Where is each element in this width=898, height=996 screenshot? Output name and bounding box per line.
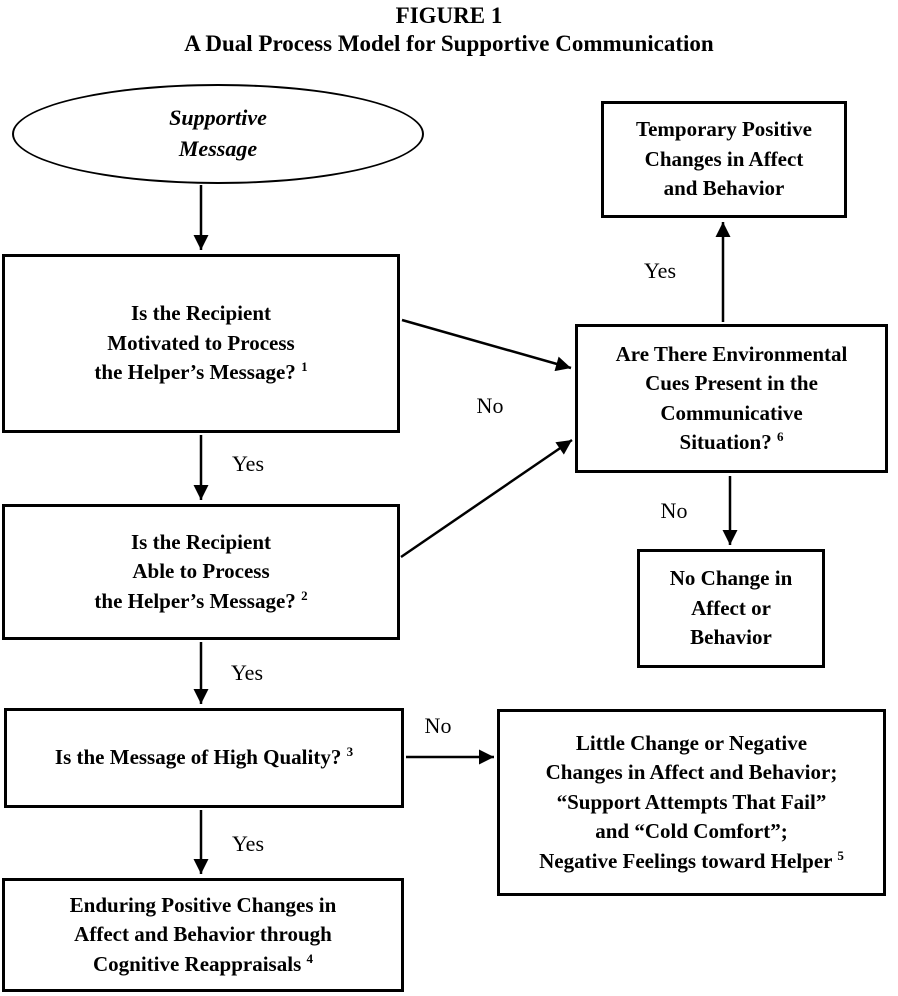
node-environmental-cues-text: Are There Environmental Cues Present in … bbox=[616, 340, 848, 458]
little-change-label: Little Change or Negative Changes in Aff… bbox=[539, 731, 838, 873]
quality-question-footnote: 3 bbox=[346, 744, 354, 760]
enduring-changes-label: Enduring Positive Changes in Affect and … bbox=[69, 892, 337, 976]
edge-label-yes-able: Yes bbox=[230, 660, 264, 685]
node-enduring-changes: Enduring Positive Changes in Affect and … bbox=[2, 878, 404, 992]
node-quality-question: Is the Message of High Quality? 3 bbox=[4, 708, 404, 808]
node-motivated-question: Is the Recipient Motivated to Process th… bbox=[2, 254, 400, 433]
node-able-question: Is the Recipient Able to Process the Hel… bbox=[2, 504, 400, 640]
edge-label-yes-motivated: Yes bbox=[231, 451, 265, 476]
figure-title-line2: A Dual Process Model for Supportive Comm… bbox=[184, 31, 714, 57]
node-motivated-question-text: Is the Recipient Motivated to Process th… bbox=[94, 299, 307, 387]
quality-question-label: Is the Message of High Quality? bbox=[54, 745, 342, 770]
node-temporary-changes-text: Temporary Positive Changes in Affect and… bbox=[636, 115, 812, 203]
figure-title: FIGURE 1 A Dual Process Model for Suppor… bbox=[0, 2, 898, 58]
edge-label-no-to-env: No bbox=[476, 393, 504, 418]
node-no-change-text: No Change in Affect or Behavior bbox=[670, 564, 793, 652]
no-change-label: No Change in Affect or Behavior bbox=[669, 566, 793, 650]
motivated-question-label: Is the Recipient Motivated to Process th… bbox=[94, 301, 296, 385]
arrow-able-to-env bbox=[400, 438, 573, 559]
supportive-message-label: Supportive Message bbox=[169, 105, 267, 161]
node-enduring-changes-text: Enduring Positive Changes in Affect and … bbox=[70, 891, 337, 979]
edge-label-yes-env: Yes bbox=[643, 258, 677, 283]
node-little-change-text: Little Change or Negative Changes in Aff… bbox=[539, 729, 844, 876]
environmental-cues-footnote: 6 bbox=[776, 428, 784, 444]
node-quality-question-text: Is the Message of High Quality? 3 bbox=[55, 743, 353, 772]
enduring-changes-footnote: 4 bbox=[306, 950, 314, 966]
node-no-change: No Change in Affect or Behavior bbox=[637, 549, 825, 668]
node-little-change: Little Change or Negative Changes in Aff… bbox=[497, 709, 886, 896]
edge-label-no-env: No bbox=[660, 498, 688, 523]
node-environmental-cues: Are There Environmental Cues Present in … bbox=[575, 324, 888, 473]
edge-label-no-quality: No bbox=[424, 713, 452, 738]
motivated-question-footnote: 1 bbox=[301, 359, 308, 375]
node-able-question-text: Is the Recipient Able to Process the Hel… bbox=[94, 528, 307, 616]
arrow-motivated-to-env bbox=[401, 318, 572, 372]
little-change-footnote: 5 bbox=[837, 847, 844, 863]
environmental-cues-label: Are There Environmental Cues Present in … bbox=[615, 341, 848, 454]
node-supportive-message-text: Supportive Message bbox=[169, 103, 267, 165]
able-question-label: Is the Recipient Able to Process the Hel… bbox=[94, 529, 296, 613]
node-supportive-message: Supportive Message bbox=[12, 84, 424, 184]
figure-title-line1: FIGURE 1 bbox=[395, 3, 503, 28]
node-temporary-changes: Temporary Positive Changes in Affect and… bbox=[601, 101, 847, 218]
able-question-footnote: 2 bbox=[301, 587, 308, 603]
temporary-changes-label: Temporary Positive Changes in Affect and… bbox=[636, 117, 812, 201]
edge-label-yes-quality: Yes bbox=[231, 831, 265, 856]
